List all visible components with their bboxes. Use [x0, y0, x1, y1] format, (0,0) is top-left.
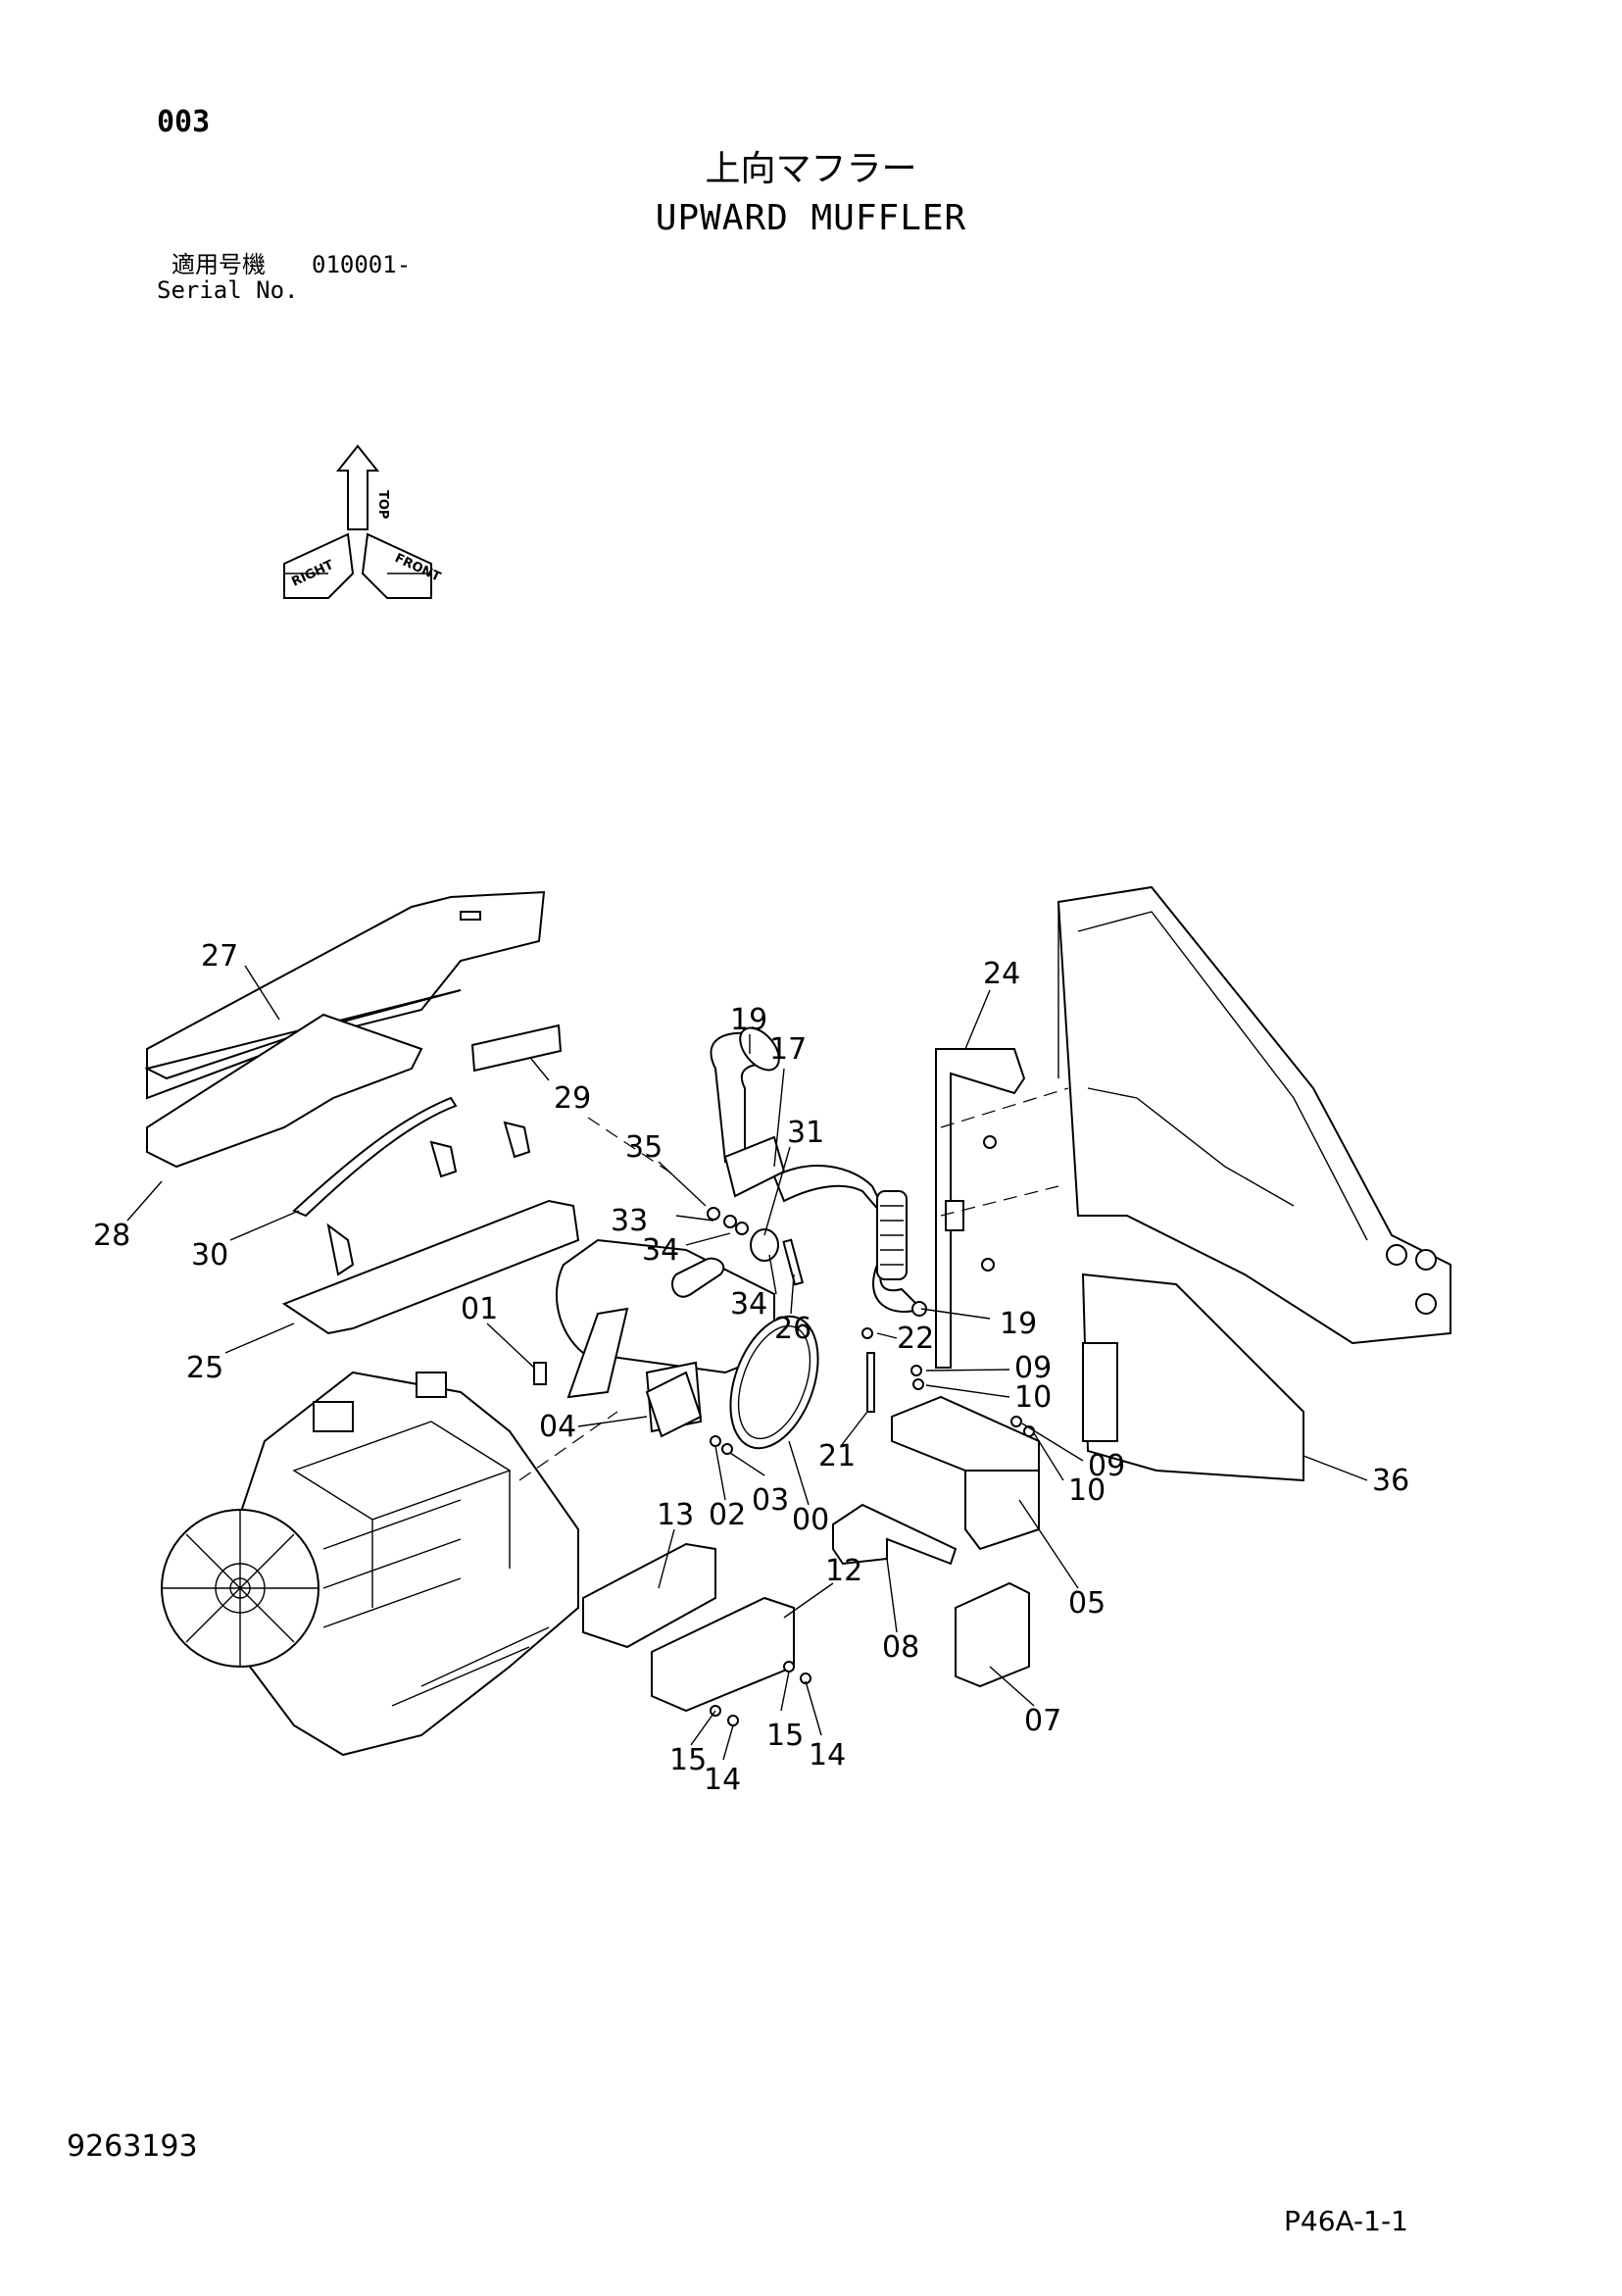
callout-label: 13	[657, 1498, 694, 1532]
part-gasket	[645, 1371, 703, 1438]
callout-labels: 27 29 28 30 25 19 17 35 31 33 34 34 26 2…	[93, 939, 1409, 1797]
part-muffler	[556, 1238, 819, 1450]
callout-label: 21	[818, 1439, 856, 1473]
part-engine	[161, 1371, 579, 1757]
part-plate-07	[955, 1581, 1030, 1688]
callout-label: 19	[1000, 1307, 1037, 1341]
title-japanese: 上向マフラー	[705, 149, 917, 189]
serial-label-english: Serial No.	[157, 276, 299, 304]
callout-label: 17	[769, 1032, 807, 1067]
callout-label: 10	[1068, 1473, 1106, 1508]
page-reference: P46A-1-1	[1284, 2205, 1408, 2237]
part-rod-21	[866, 1352, 875, 1413]
part-covers-12-13	[582, 1542, 795, 1713]
part-nut-14a	[727, 1715, 739, 1726]
part-pad-29	[470, 1023, 563, 1073]
callout-label: 34	[730, 1287, 767, 1322]
serial-label-japanese: 適用号機	[172, 251, 266, 278]
part-washer-33	[723, 1215, 737, 1228]
orientation-label-top: TOP	[375, 490, 390, 519]
title-english: UPWARD MUFFLER	[655, 198, 967, 238]
callout-label: 19	[730, 1003, 767, 1037]
serial-range: 010001-	[312, 251, 412, 278]
callout-label: 12	[825, 1554, 862, 1588]
part-cover-05	[891, 1395, 1040, 1551]
callout-label: 34	[642, 1233, 679, 1268]
callout-label: 01	[461, 1292, 498, 1326]
callout-label: 22	[897, 1322, 934, 1356]
callout-label: 07	[1024, 1704, 1061, 1738]
part-bolt-01	[533, 1362, 547, 1385]
part-clamp-ring	[750, 1228, 779, 1262]
part-bolt-09	[910, 1365, 922, 1376]
orientation-icon: TOP FRONT RIGHT	[283, 444, 443, 599]
part-washer-34	[735, 1222, 749, 1235]
callout-label: 31	[787, 1116, 824, 1150]
callout-label: 02	[709, 1498, 746, 1532]
leader-lines	[126, 965, 1368, 1761]
part-bracket-24	[935, 1048, 1069, 1369]
part-clamp-35	[707, 1207, 720, 1221]
callout-label: 29	[554, 1081, 591, 1116]
callout-label: 27	[201, 939, 238, 973]
part-bolt-09b	[1010, 1416, 1022, 1427]
callout-label: 08	[882, 1630, 919, 1665]
callout-label: 35	[625, 1130, 663, 1165]
part-bolt-26	[782, 1238, 805, 1286]
callout-label: 14	[704, 1763, 741, 1797]
callout-label: 14	[809, 1738, 846, 1772]
callout-label: 15	[669, 1743, 707, 1777]
callout-label: 03	[752, 1483, 789, 1518]
callout-label: 28	[93, 1219, 130, 1253]
part-flex-pipe	[772, 1165, 927, 1317]
part-nut-02	[710, 1435, 721, 1447]
page-code: 003	[157, 105, 211, 139]
part-washer-10	[912, 1378, 924, 1390]
callout-label: 25	[186, 1351, 223, 1385]
document-number: 9263193	[67, 2129, 198, 2164]
callout-label: 33	[611, 1204, 648, 1238]
part-seal-30	[292, 1096, 458, 1218]
callout-label: 09	[1014, 1351, 1052, 1385]
part-bracket-08	[832, 1503, 958, 1566]
callout-label: 15	[766, 1719, 804, 1753]
callout-label: 04	[539, 1410, 576, 1444]
part-hood-frame	[1057, 885, 1451, 1482]
part-cover-28	[146, 1013, 423, 1169]
callout-label: 30	[191, 1238, 228, 1273]
part-nut-15b	[783, 1661, 795, 1672]
callout-label: 00	[792, 1503, 829, 1537]
callout-label: 09	[1088, 1449, 1125, 1483]
callout-label: 36	[1372, 1464, 1409, 1498]
part-nut-22	[861, 1327, 873, 1339]
part-washer-03	[721, 1443, 733, 1455]
callout-label: 26	[774, 1312, 811, 1346]
callout-label: 10	[1014, 1380, 1052, 1415]
callout-label: 24	[983, 957, 1020, 991]
part-cover-25	[281, 1121, 580, 1335]
callout-label: 05	[1068, 1586, 1106, 1621]
